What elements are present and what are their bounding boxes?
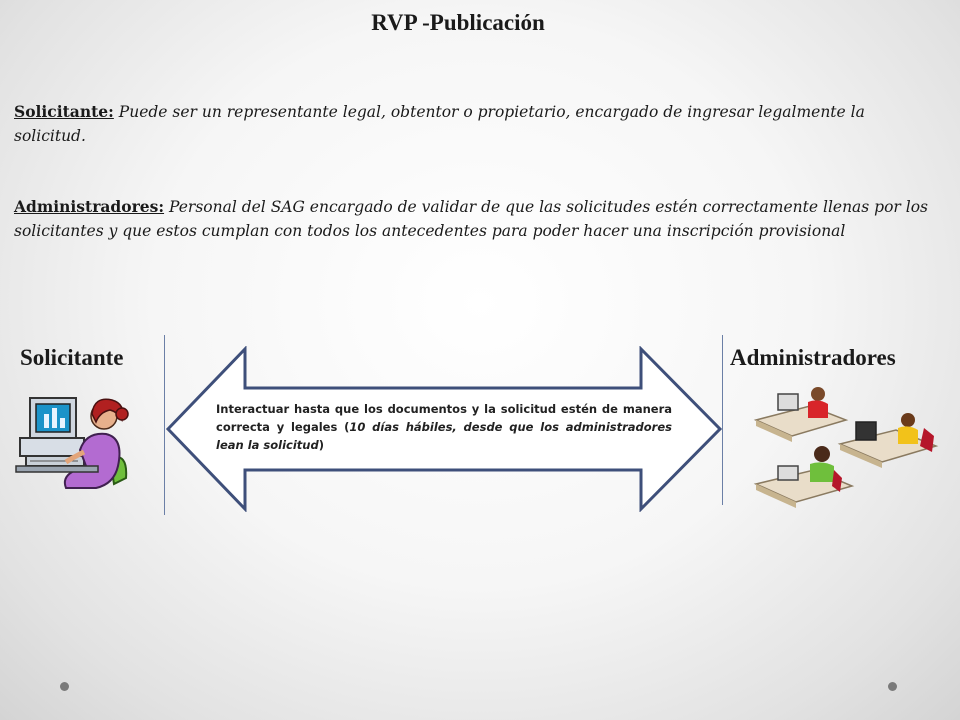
arrow-text-italic: 10 días hábiles, desde que los administr… [216,420,672,452]
administradores-definition: Administradores: Personal del SAG encarg… [14,195,939,243]
administradores-description: Personal del SAG encargado de validar de… [14,198,929,240]
arrow-text-main: Interactuar hasta que los documentos y l… [216,402,672,434]
administradores-term: Administradores: [14,197,165,216]
solicitante-label: Solicitante [20,345,124,370]
left-divider [164,335,165,515]
office-workers-at-desks-icon [753,387,939,508]
solicitante-definition: Solicitante: Puede ser un representante … [14,100,939,148]
right-divider [722,335,723,505]
left-decoration-dot [60,682,69,691]
solicitante-term: Solicitante: [14,102,114,121]
person-at-computer-icon [15,397,129,489]
right-decoration-dot [888,682,897,691]
double-arrow-shape [165,346,723,512]
arrow-description: Interactuar hasta que los documentos y l… [216,400,672,454]
arrow-text-close: ) [318,438,324,452]
solicitante-description: Puede ser un representante legal, obtent… [14,103,865,145]
page-title: RVP -Publicación [371,10,545,35]
administradores-label: Administradores [730,345,896,370]
